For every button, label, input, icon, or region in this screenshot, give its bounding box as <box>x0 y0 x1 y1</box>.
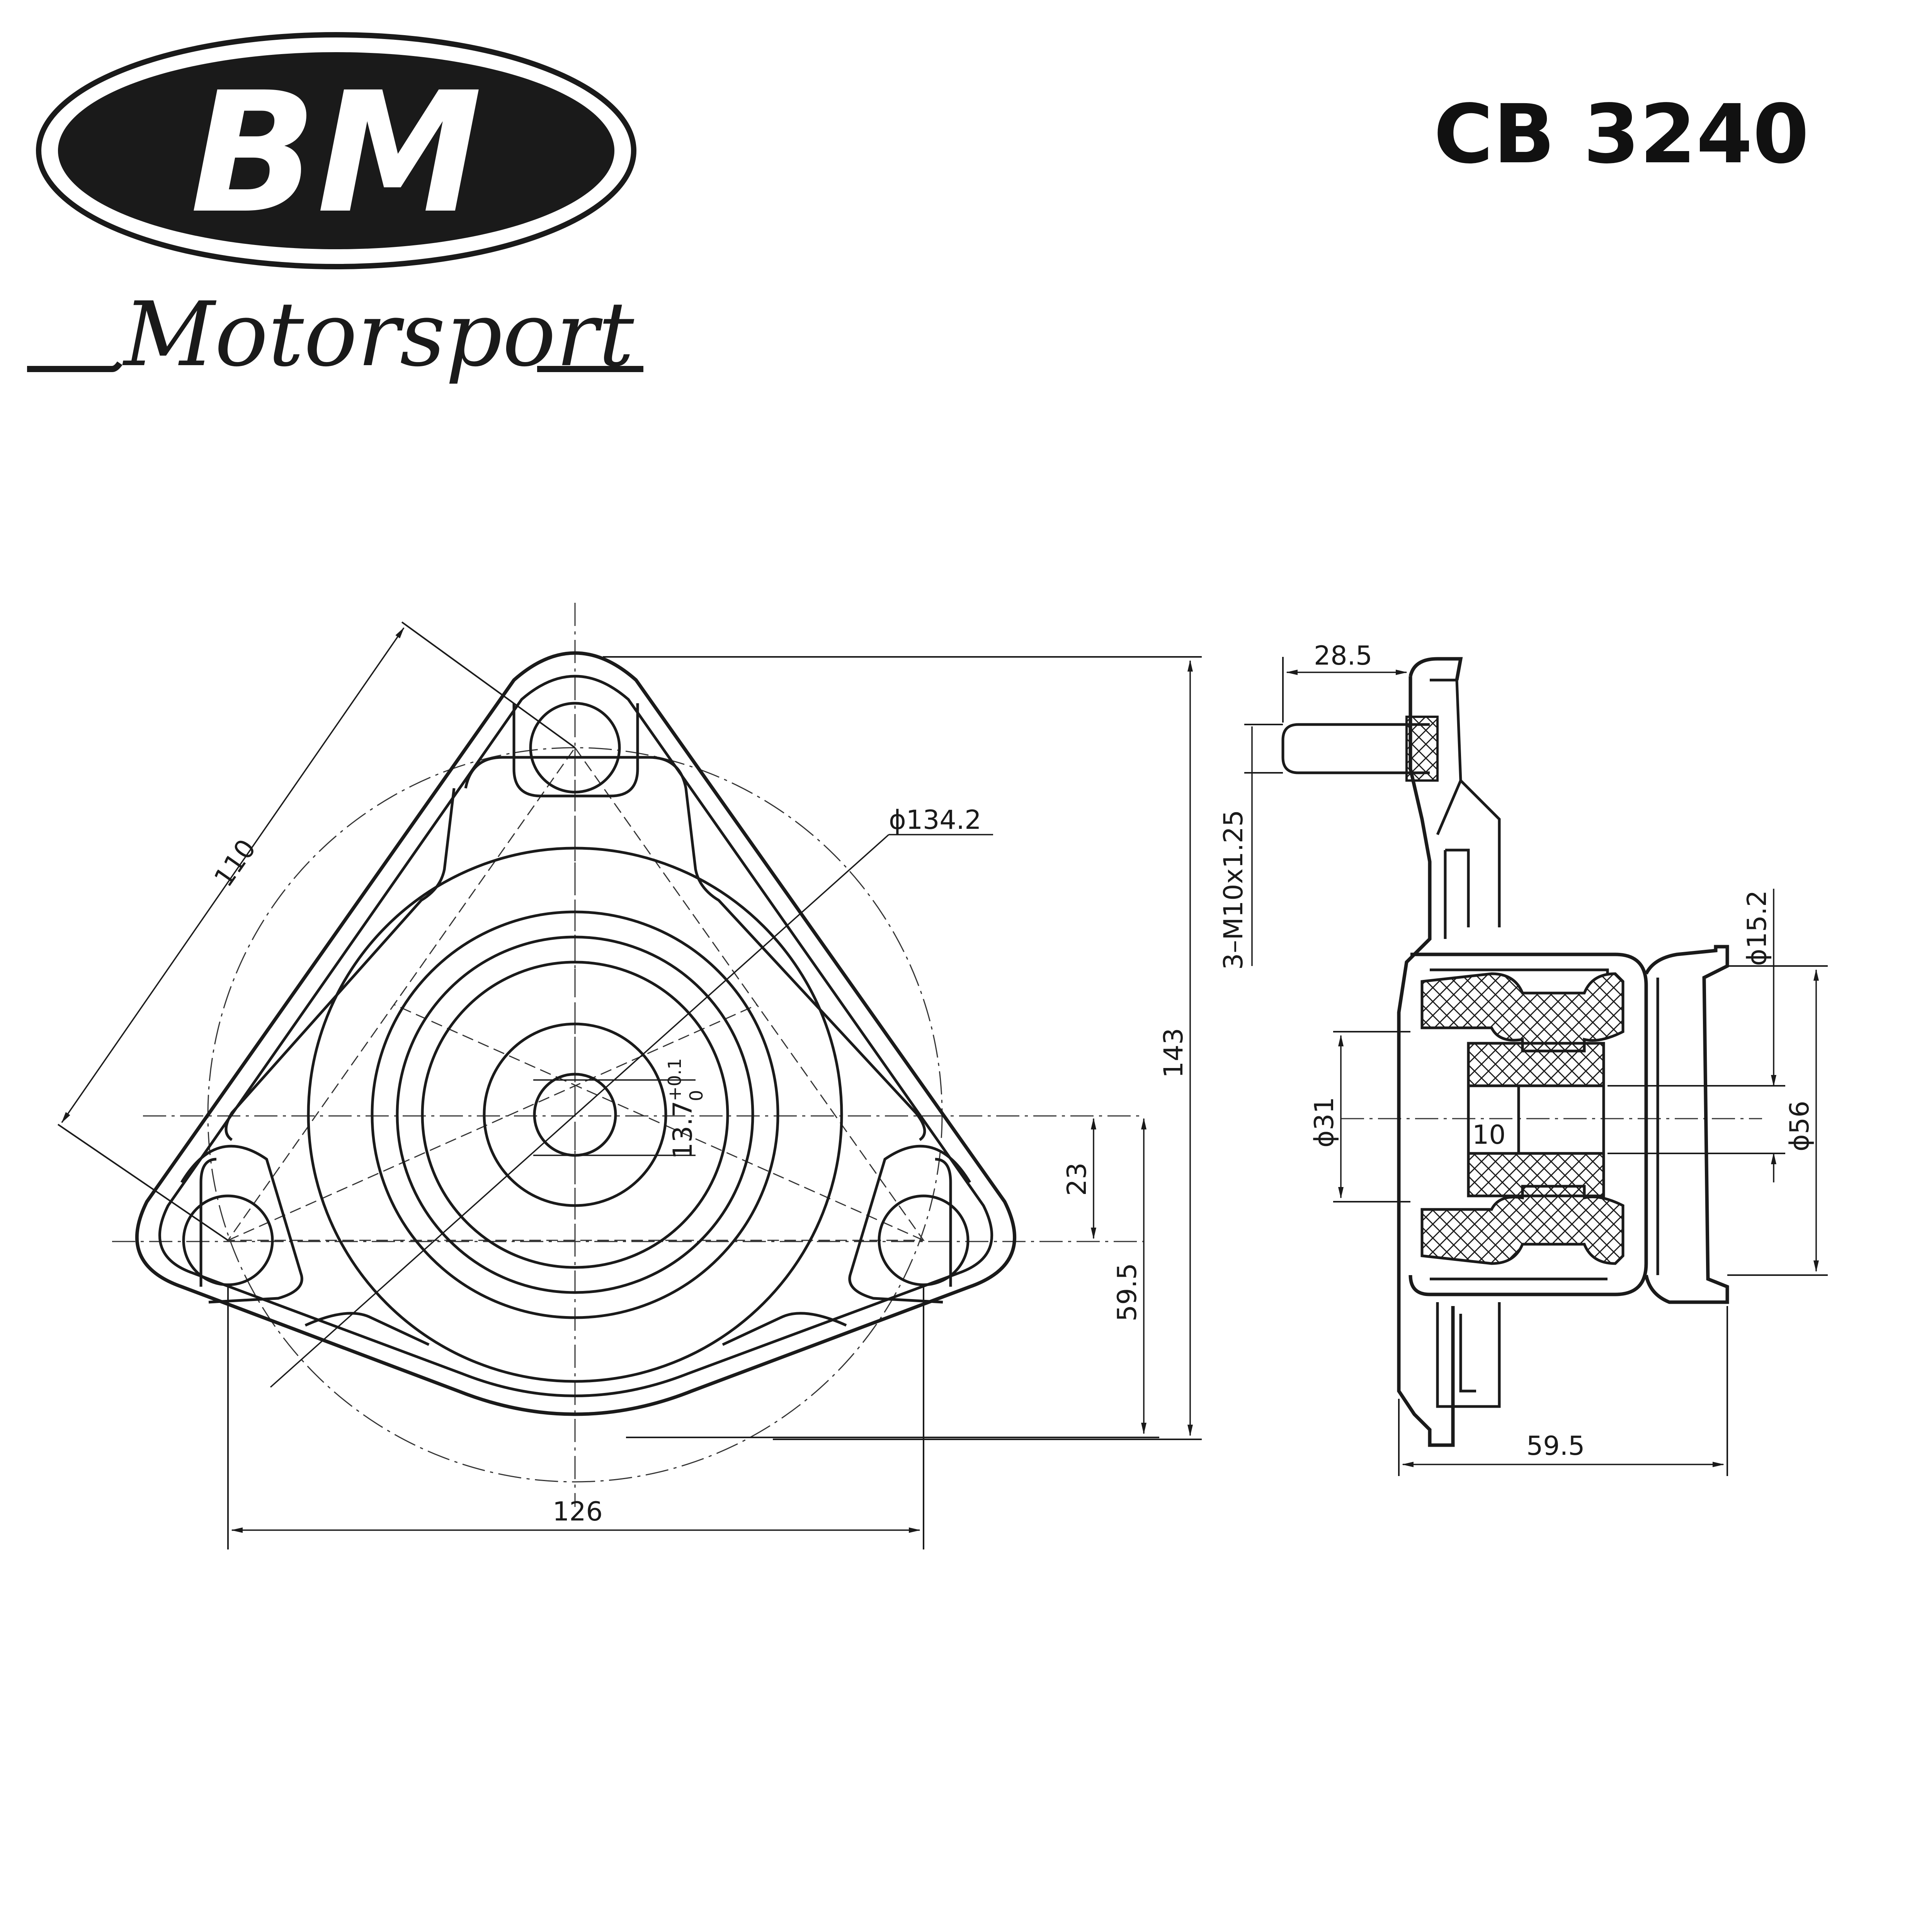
logo-underline <box>27 361 643 372</box>
dim-bearing-od: ϕ15.2 <box>1742 890 1773 966</box>
dim-bushing-width: 10 <box>1472 1120 1506 1150</box>
dim-diagonal: 110 <box>208 834 262 893</box>
dim-overall-depth: 59.5 <box>1526 1431 1585 1461</box>
logo-outer-ellipse <box>36 32 636 269</box>
right-bolt-pocket <box>848 1145 971 1304</box>
flange-rib <box>225 756 926 1141</box>
front-view: ϕ134.2 110 13.7 +0.1 0 23 59.5 143 126 <box>57 603 1202 1549</box>
housing <box>1408 952 1648 1296</box>
dim-bolt-circle: ϕ134.2 <box>889 805 982 835</box>
top-bolt-hole <box>529 702 621 794</box>
bushing-core-bottom <box>1467 1152 1605 1197</box>
dim-thread: 3–M10x1.25 <box>1218 810 1249 970</box>
dim-offset-large: 59.5 <box>1112 1263 1143 1321</box>
hub-ring <box>483 1022 667 1207</box>
flange-outline <box>135 651 1017 1416</box>
dim-height: 143 <box>1158 1028 1189 1078</box>
dim-tol-upper: +0.1 <box>664 1058 685 1101</box>
dim-outer-diameter: ϕ56 <box>1784 1101 1815 1151</box>
bushing-core-top <box>1467 1042 1605 1087</box>
dim-stud-length: 28.5 <box>1314 641 1372 671</box>
inner-sleeve <box>1467 1084 1605 1155</box>
dim-offset-small: 23 <box>1062 1162 1092 1196</box>
dim-tol-lower: 0 <box>686 1090 707 1101</box>
left-bolt-hole <box>182 1194 274 1286</box>
brand-tagline: Motorsport <box>122 283 634 386</box>
logo-inner-ellipse <box>58 52 614 249</box>
rubber-bushing-upper <box>1420 972 1625 1053</box>
body-ring-4 <box>421 961 729 1269</box>
right-bolt-hole <box>878 1194 970 1286</box>
bolt-triangle <box>227 747 925 1241</box>
dim-width: 126 <box>553 1497 603 1527</box>
logo-text: BM <box>190 57 482 250</box>
rubber-bushing-lower <box>1420 1185 1625 1265</box>
flange-inner-outline <box>158 675 993 1397</box>
upper-plate <box>1397 676 1455 1447</box>
dim-inner-diameter: ϕ31 <box>1309 1097 1340 1148</box>
side-view: 28.5 3–M10x1.25 ϕ31 10 ϕ15.2 ϕ56 59.5 <box>1218 641 1828 1476</box>
left-bolt-pocket <box>180 1145 303 1304</box>
stud <box>1281 723 1430 774</box>
top-bolt-pocket <box>512 703 639 798</box>
brand-logo: BM Motorsport <box>27 32 643 386</box>
dim-center-bore: 13.7 <box>668 1101 698 1159</box>
bearing-cap <box>1644 945 1729 1304</box>
part-number: CB 3240 <box>1434 87 1809 182</box>
